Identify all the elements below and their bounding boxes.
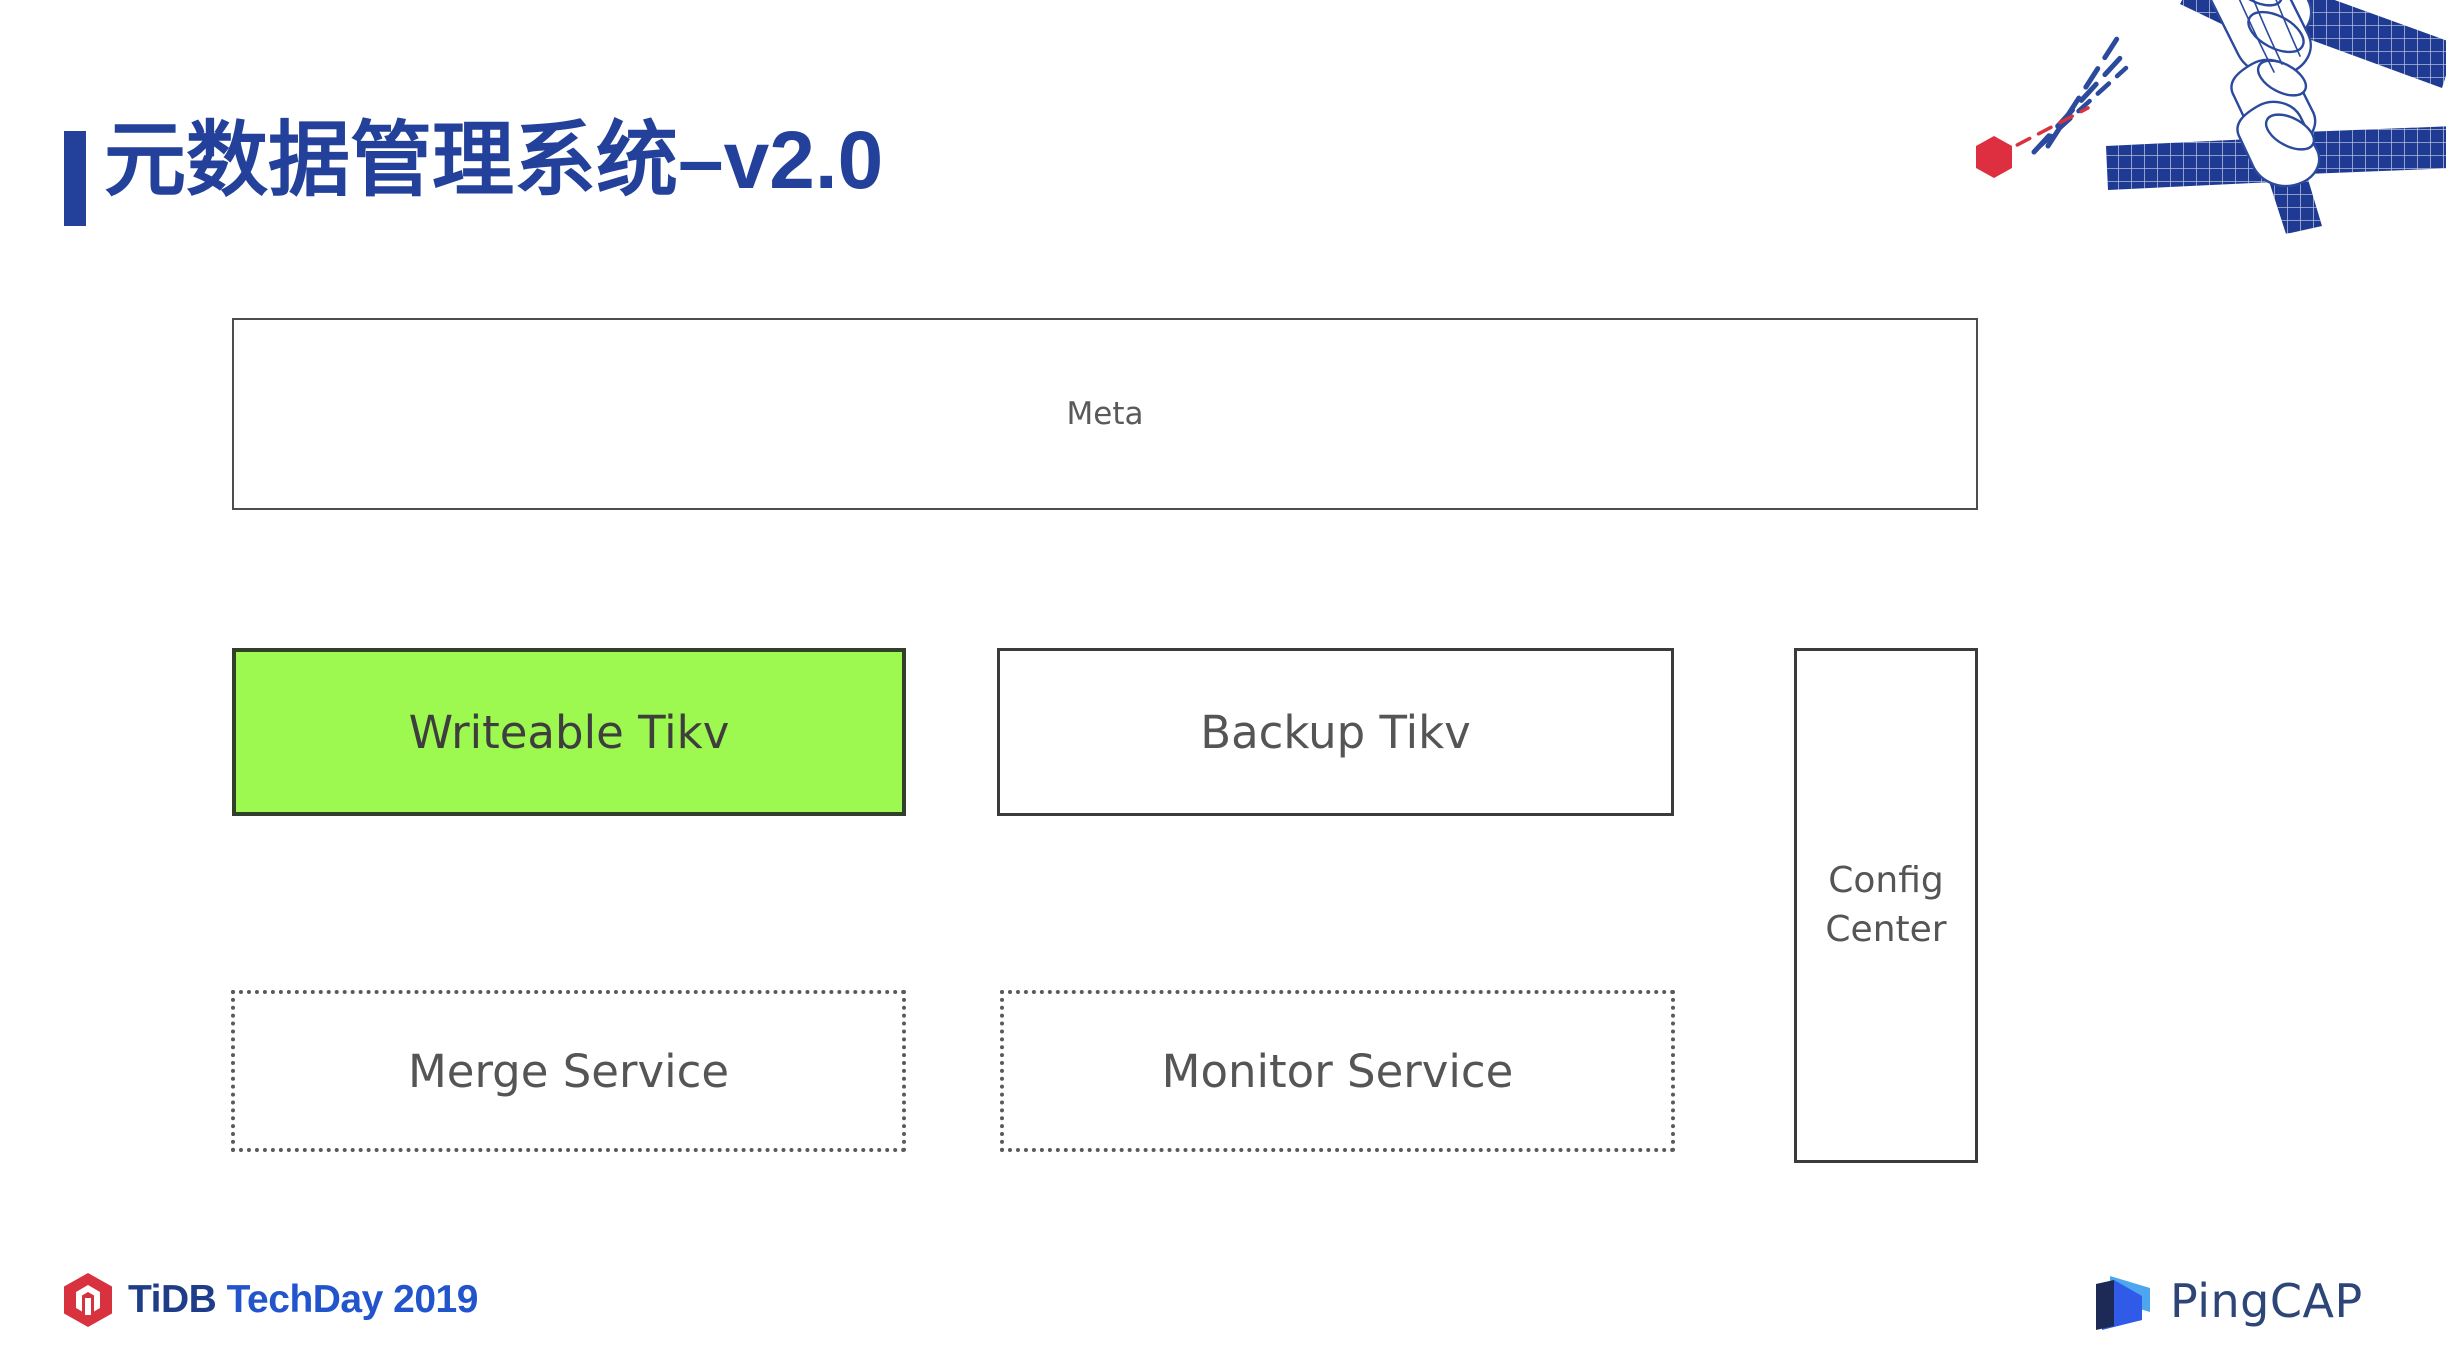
diagram-box-meta-label: Meta — [1066, 396, 1144, 432]
footer-brand-logo: PingCAP — [2092, 1272, 2402, 1334]
page-title: 元数据管理系统–v2.0 — [104, 115, 884, 206]
diagram-box-monitor-service[interactable]: Monitor Service — [1000, 990, 1675, 1152]
diagram-box-backup-tikv[interactable]: Backup Tikv — [997, 648, 1674, 816]
diagram-box-config-center-label: Config Center — [1825, 857, 1946, 954]
tidb-hexagon-logo-icon — [64, 1273, 112, 1327]
diagram-box-config-center[interactable]: Config Center — [1794, 648, 1978, 1163]
footer-event-name: TiDB TechDay 2019 — [128, 1278, 478, 1322]
pingcap-wordmark-text: PingCAP — [2170, 1274, 2363, 1328]
diagram-box-merge-service-label: Merge Service — [407, 1044, 730, 1098]
config-center-line-1: Config — [1828, 859, 1944, 901]
diagram-box-writeable-tikv-label: Writeable Tikv — [408, 705, 730, 759]
satellite-decoration-icon — [1976, 0, 2446, 234]
title-accent-bar — [64, 131, 86, 226]
diagram-box-merge-service[interactable]: Merge Service — [231, 990, 906, 1152]
diagram-box-monitor-service-label: Monitor Service — [1161, 1044, 1514, 1098]
footer-event-name-rest: TechDay 2019 — [216, 1278, 479, 1321]
diagram-box-writeable-tikv[interactable]: Writeable Tikv — [232, 648, 906, 816]
pingcap-wordmark: PingCAP — [2170, 1274, 2363, 1328]
config-center-line-2: Center — [1825, 908, 1947, 950]
diagram-box-backup-tikv-label: Backup Tikv — [1200, 705, 1471, 759]
pingcap-mark-icon — [2096, 1276, 2150, 1330]
footer-event-name-bold: TiDB — [128, 1278, 217, 1321]
footer-event-branding: TiDB TechDay 2019 — [62, 1272, 478, 1328]
diagram-box-meta[interactable]: Meta — [232, 318, 1978, 510]
